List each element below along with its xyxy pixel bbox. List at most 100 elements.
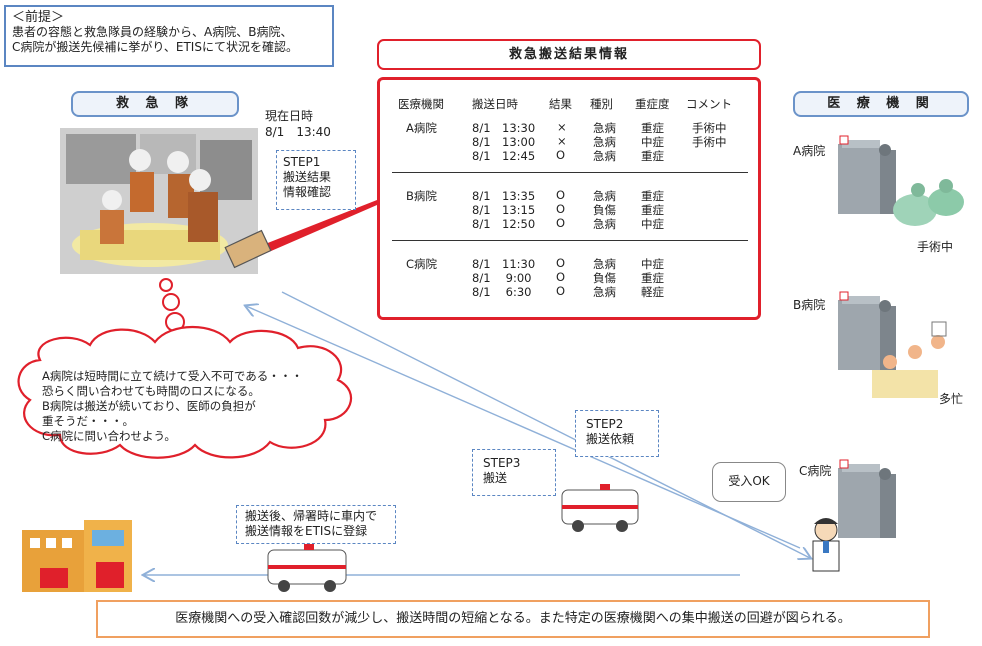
step2-text: 搬送依頼 [586,432,635,446]
conclusion-box: 医療機関への受入確認回数が減少し、搬送時間の短縮となる。また特定の医療機関への集… [96,600,930,638]
step1-text: 情報確認 [283,185,332,199]
premise-box: ＜前提＞ 患者の容態と救急隊員の経験から、A病院、B病院、 C病院が搬送先候補に… [4,5,334,67]
hospital-name-cell: C病院 [406,257,438,271]
register-line: 搬送後、帰署時に車内で [245,509,378,523]
group-divider [392,240,748,241]
thought-line: 重そうだ・・・。 [42,414,134,428]
result-cell: O [556,148,566,162]
severity-cell: 重症 [641,121,664,135]
table-header-row: 医療機関 搬送日時 結果 種別 重症度 コメント [380,96,758,111]
accept-ok-bubble: 受入OK [712,462,786,502]
current-datetime-label: 現在日時 [265,109,314,123]
step3-number: STEP3 [483,456,521,470]
premise-line: 患者の容態と救急隊員の経験から、A病院、B病院、 [12,25,293,39]
current-datetime: 現在日時 8/1 13:40 [265,108,331,140]
premise-line: C病院が搬送先候補に挙がり、ETISにて状況を確認。 [12,40,298,54]
severity-cell: 中症 [641,217,664,231]
callout-connector [250,200,377,258]
type-cell: 急病 [593,217,616,231]
time-cell: 8/1 12:45 [472,149,536,163]
step1-box: STEP1 搬送結果 情報確認 [276,150,356,210]
register-line: 搬送情報をETISに登録 [245,524,368,538]
thought-line: 恐らく問い合わせても時間のロスになる。 [42,384,260,398]
table-row: 8/1 12:45 O 急病 重症 [380,148,758,163]
column-header: 結果 [549,97,572,111]
doctor-illustration [812,518,840,572]
result-cell: O [556,202,566,216]
step1-number: STEP1 [283,155,321,169]
time-cell: 8/1 9:00 [472,271,532,285]
severity-cell: 重症 [641,271,664,285]
time-cell: 8/1 13:35 [472,189,536,203]
ems-header: 救 急 隊 [71,91,239,117]
hospital-b-label: B病院 [793,298,826,312]
register-box: 搬送後、帰署時に車内で 搬送情報をETISに登録 [236,505,396,544]
column-header: コメント [686,97,732,111]
result-cell: O [556,284,566,298]
thought-bubble [17,278,353,459]
result-cell: O [556,270,566,284]
severity-cell: 重症 [641,189,664,203]
fire-station-illustration [22,520,132,592]
severity-cell: 中症 [641,257,664,271]
hospital-c-building [838,459,896,538]
table-row: 8/1 13:00 × 急病 中症 手術中 [380,134,758,149]
time-cell: 8/1 13:00 [472,135,536,149]
current-datetime-value: 8/1 13:40 [265,125,331,139]
result-cell: × [557,120,567,134]
severity-cell: 軽症 [641,285,664,299]
table-row: B病院 8/1 13:35 O 急病 重症 [380,188,758,203]
time-cell: 8/1 12:50 [472,217,536,231]
table-row: 8/1 6:30 O 急病 軽症 [380,284,758,299]
type-cell: 急病 [593,285,616,299]
time-cell: 8/1 13:15 [472,203,536,217]
arrow-c-hospital-to-ems [246,306,801,549]
time-cell: 8/1 6:30 [472,285,532,299]
type-cell: 急病 [593,135,616,149]
step2-box: STEP2 搬送依頼 [575,410,659,457]
hospital-a-building [838,135,896,214]
premise-title: ＜前提＞ [12,10,65,25]
result-cell: O [556,256,566,270]
type-cell: 負傷 [593,271,616,285]
column-header: 搬送日時 [472,97,518,111]
group-divider [392,172,748,173]
hospital-name-cell: B病院 [406,189,437,203]
hospital-b-building [838,291,896,370]
ambulance-step3 [561,484,639,532]
column-header: 重症度 [635,97,670,111]
result-cell: × [557,134,567,148]
hospital-name-cell: A病院 [406,121,437,135]
results-title: 救急搬送結果情報 [377,39,761,70]
time-cell: 8/1 11:30 [472,257,536,271]
step1-text: 搬送結果 [283,170,332,184]
table-row: 8/1 13:15 O 負傷 重症 [380,202,758,217]
table-row: 8/1 12:50 O 急病 中症 [380,216,758,231]
table-row: A病院 8/1 13:30 × 急病 重症 手術中 [380,120,758,135]
type-cell: 急病 [593,189,616,203]
ambulance-return [267,544,347,592]
result-cell: O [556,188,566,202]
column-header: 医療機関 [398,97,444,111]
hospital-c-label: C病院 [799,464,832,478]
ems-crew-illustration [60,128,272,274]
thought-text: A病院は短時間に立て続けて受入不可である・・・ 恐らく問い合わせても時間のロスに… [42,369,338,444]
hospital-a-status: 手術中 [917,240,954,254]
table-row: 8/1 9:00 O 負傷 重症 [380,270,758,285]
result-cell: O [556,216,566,230]
step3-text: 搬送 [483,471,508,485]
severity-cell: 重症 [641,149,664,163]
time-cell: 8/1 13:30 [472,121,536,135]
type-cell: 急病 [593,257,616,271]
thought-line: B病院は搬送が続いており、医師の負担が [42,399,256,413]
hospital-b-status: 多忙 [939,392,964,406]
severity-cell: 中症 [641,135,664,149]
hospitals-header: 医 療 機 関 [793,91,969,117]
results-table: 医療機関 搬送日時 結果 種別 重症度 コメント A病院 8/1 13:30 ×… [377,77,761,320]
comment-cell: 手術中 [692,135,727,149]
comment-cell: 手術中 [692,121,727,135]
table-row: C病院 8/1 11:30 O 急病 中症 [380,256,758,271]
type-cell: 急病 [593,121,616,135]
hospital-a-label: A病院 [793,144,826,158]
